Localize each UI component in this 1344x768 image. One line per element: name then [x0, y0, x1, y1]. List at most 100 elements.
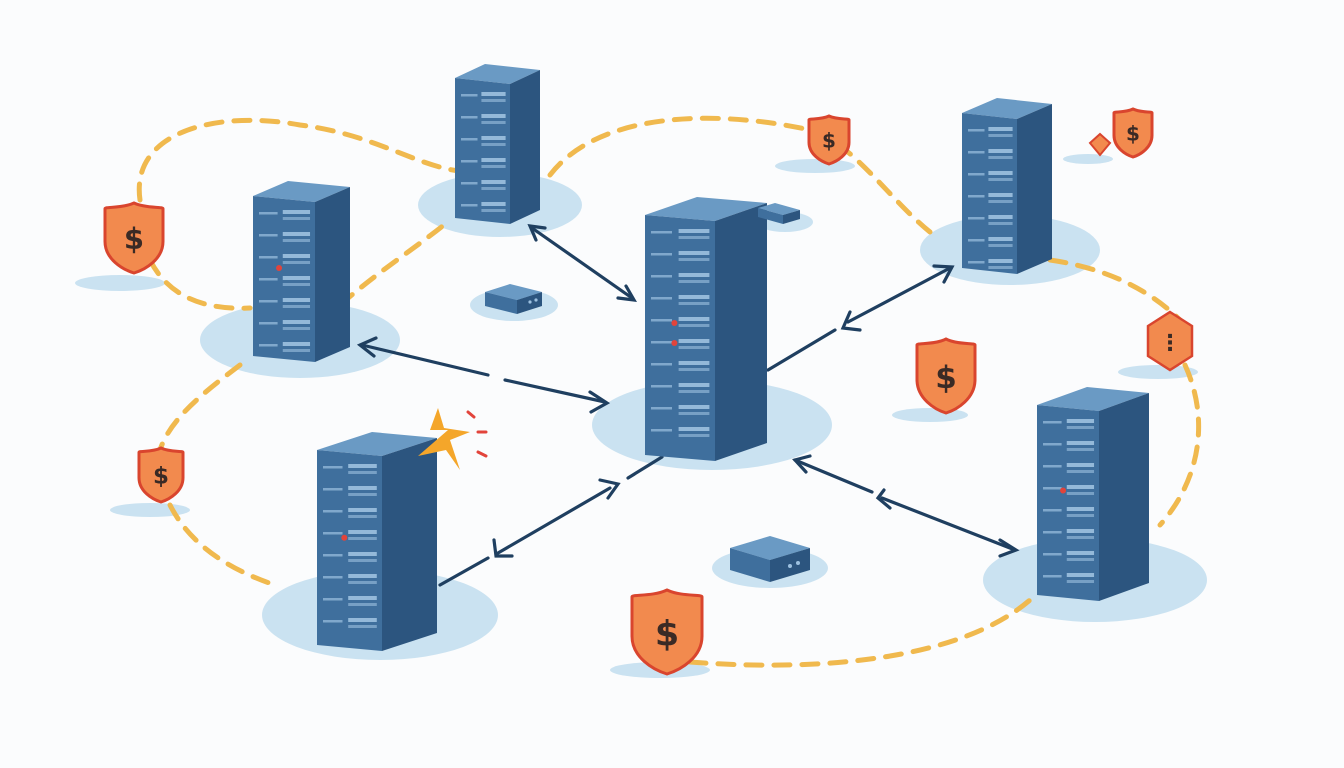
vent: [282, 261, 311, 264]
slot: [1043, 509, 1062, 512]
server-left: [253, 181, 350, 362]
connection-arrows: [356, 224, 1020, 587]
slot: [968, 261, 985, 264]
vent: [1066, 580, 1095, 583]
vent: [678, 258, 710, 261]
server-bottom-right-side: [1099, 393, 1149, 601]
status-led: [671, 320, 678, 326]
vent: [481, 165, 506, 168]
vent: [988, 215, 1013, 219]
slot: [461, 182, 478, 185]
vent: [1066, 448, 1095, 451]
vent: [1066, 419, 1095, 423]
status-led: [671, 340, 678, 346]
shield-dollar-icon: [1112, 107, 1154, 159]
vent: [988, 200, 1013, 203]
vent: [348, 471, 377, 474]
vent: [282, 349, 311, 352]
shield-dollar-icon: [630, 588, 704, 676]
slot: [323, 620, 343, 623]
network-device-1: [485, 284, 542, 314]
slot: [651, 341, 672, 344]
shield-dollar-icon: [103, 201, 165, 275]
dashed-path-bottom: [687, 597, 1033, 668]
slot: [259, 256, 278, 259]
vent: [1066, 514, 1095, 517]
vent: [1066, 551, 1095, 555]
vent: [988, 134, 1013, 137]
server-top-right: [962, 98, 1052, 274]
dashed-path-left-shield: [147, 257, 253, 311]
vent: [988, 149, 1013, 153]
slot: [323, 598, 343, 601]
slot: [259, 300, 278, 303]
slot: [968, 239, 985, 242]
vent: [348, 515, 377, 518]
vent: [348, 625, 377, 628]
vent: [348, 603, 377, 606]
vent: [678, 302, 710, 305]
server-bottom-right: [1037, 387, 1149, 601]
shields: $$$$$$: [103, 107, 1154, 676]
vent: [348, 596, 377, 600]
vent: [282, 232, 311, 236]
vent: [678, 339, 710, 343]
dashed-path-right: [1047, 257, 1183, 323]
slot: [323, 466, 343, 469]
slot: [968, 195, 985, 198]
vent: [282, 327, 311, 330]
arrow-bottom-left-center: [438, 556, 490, 587]
vent: [1066, 441, 1095, 445]
vent: [678, 390, 710, 393]
vent: [481, 209, 506, 212]
vent: [282, 342, 311, 346]
vent: [678, 434, 710, 437]
server-center-top: [645, 197, 767, 221]
shield-top-right: $: [1112, 107, 1154, 159]
vent: [1066, 463, 1095, 467]
vent: [282, 210, 311, 214]
dashed-path-far-right: [1157, 362, 1202, 528]
shield-top: $: [807, 114, 851, 166]
vent: [988, 266, 1013, 269]
vent: [282, 276, 311, 280]
vent: [348, 508, 377, 512]
vent: [348, 537, 377, 540]
vent: [348, 559, 377, 562]
lightning-alert-icon: [418, 408, 488, 470]
vent: [1066, 470, 1095, 473]
vent: [348, 493, 377, 496]
vent: [481, 121, 506, 124]
vent: [1066, 573, 1095, 577]
slot: [323, 488, 343, 491]
vent: [282, 305, 311, 308]
vent: [481, 143, 506, 146]
slot: [1043, 443, 1062, 446]
shield-bottom: $: [630, 588, 704, 676]
slot: [1043, 487, 1062, 490]
slot: [461, 138, 478, 141]
vent: [481, 136, 506, 140]
vent: [481, 158, 506, 162]
slot: [968, 151, 985, 154]
shield-dollar-icon: [807, 114, 851, 166]
vent: [678, 280, 710, 283]
slot: [651, 407, 672, 410]
vent: [678, 383, 710, 387]
dashed-paths: [136, 115, 1202, 668]
slot: [1043, 531, 1062, 534]
vent: [988, 237, 1013, 241]
slot: [259, 234, 278, 237]
vent: [1066, 529, 1095, 533]
slot: [651, 319, 672, 322]
vent: [1066, 426, 1095, 429]
dollar-symbol: $: [935, 360, 957, 396]
vent: [481, 92, 506, 96]
status-led: [341, 534, 348, 541]
vent: [282, 217, 311, 220]
arrow-top-center: [530, 226, 634, 300]
dashed-path-lower-left: [157, 362, 243, 453]
vent: [481, 202, 506, 206]
vent: [988, 178, 1013, 181]
